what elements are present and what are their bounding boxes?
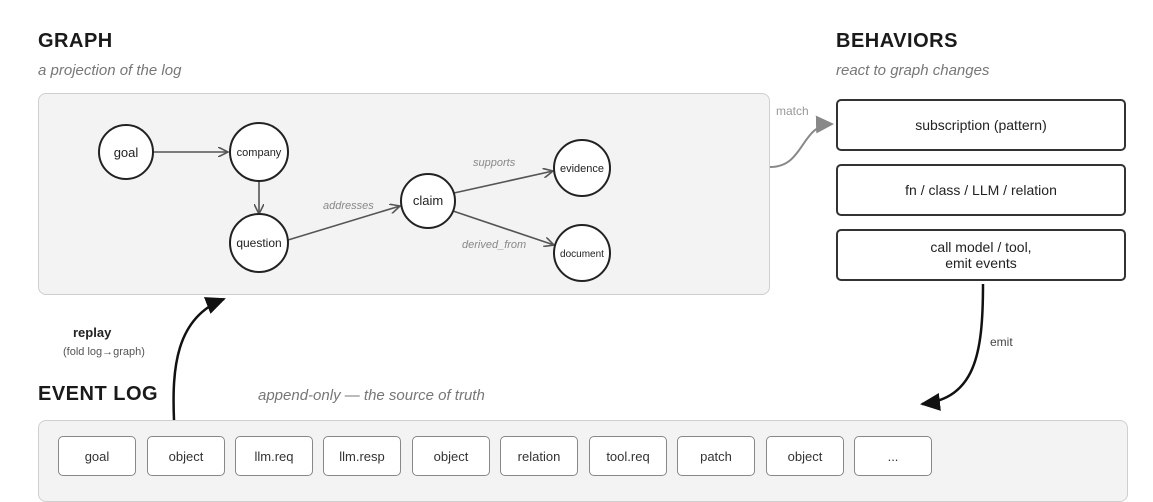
behavior-box-subscription-label: subscription (pattern): [915, 117, 1047, 133]
edge-label-supports: supports: [473, 157, 516, 169]
node-evidence: evidence: [553, 139, 611, 197]
behavior-box-fn: fn / class / LLM / relation: [836, 164, 1126, 216]
log-item: tool.req: [589, 436, 667, 476]
emit-arrow: [920, 283, 985, 411]
graph-subtitle: a projection of the log: [38, 62, 182, 79]
event-log-subtitle: append-only — the source of truth: [258, 387, 485, 404]
behavior-box-subscription: subscription (pattern): [836, 99, 1126, 151]
edge-label-addresses: addresses: [323, 200, 374, 212]
behavior-box-call-model-label: call model / tool, emit events: [930, 239, 1032, 271]
behaviors-subtitle: react to graph changes: [836, 62, 990, 79]
replay-sublabel: (fold log→graph): [63, 346, 145, 358]
event-log-title: EVENT LOG: [38, 383, 159, 405]
log-item: object: [766, 436, 844, 476]
log-item: llm.resp: [323, 436, 401, 476]
log-item: llm.req: [235, 436, 313, 476]
node-document: document: [553, 224, 611, 282]
node-goal: goal: [98, 124, 154, 180]
node-evidence-label: evidence: [560, 163, 604, 175]
log-item: relation: [500, 436, 578, 476]
node-document-label: document: [560, 249, 604, 260]
behavior-box-call-model: call model / tool, emit events: [836, 229, 1126, 281]
node-question-label: question: [236, 236, 281, 250]
log-item: object: [147, 436, 225, 476]
match-connector: [769, 115, 834, 168]
node-question: question: [229, 213, 289, 273]
diagram-canvas: addresses supports derived_from goal com…: [98, 104, 1013, 421]
match-label: match: [776, 104, 809, 118]
edge-addresses: [287, 206, 400, 241]
log-item-ellipsis: ...: [854, 436, 932, 476]
node-claim-label: claim: [413, 193, 443, 208]
edge-derived-from: [452, 210, 554, 245]
log-item: object: [412, 436, 490, 476]
node-goal-label: goal: [114, 145, 139, 160]
behaviors-title: BEHAVIORS: [836, 30, 958, 52]
edge-label-derived-from: derived_from: [462, 239, 526, 251]
log-item: goal: [58, 436, 136, 476]
node-company-label: company: [237, 147, 282, 159]
replay-arrow: [172, 297, 226, 421]
edge-supports: [453, 171, 553, 194]
node-company: company: [229, 122, 289, 182]
replay-label: replay: [73, 325, 112, 340]
node-claim: claim: [400, 173, 456, 229]
emit-label: emit: [990, 335, 1013, 349]
behavior-box-fn-label: fn / class / LLM / relation: [905, 182, 1057, 198]
log-item: patch: [677, 436, 755, 476]
graph-title: GRAPH: [38, 30, 113, 52]
